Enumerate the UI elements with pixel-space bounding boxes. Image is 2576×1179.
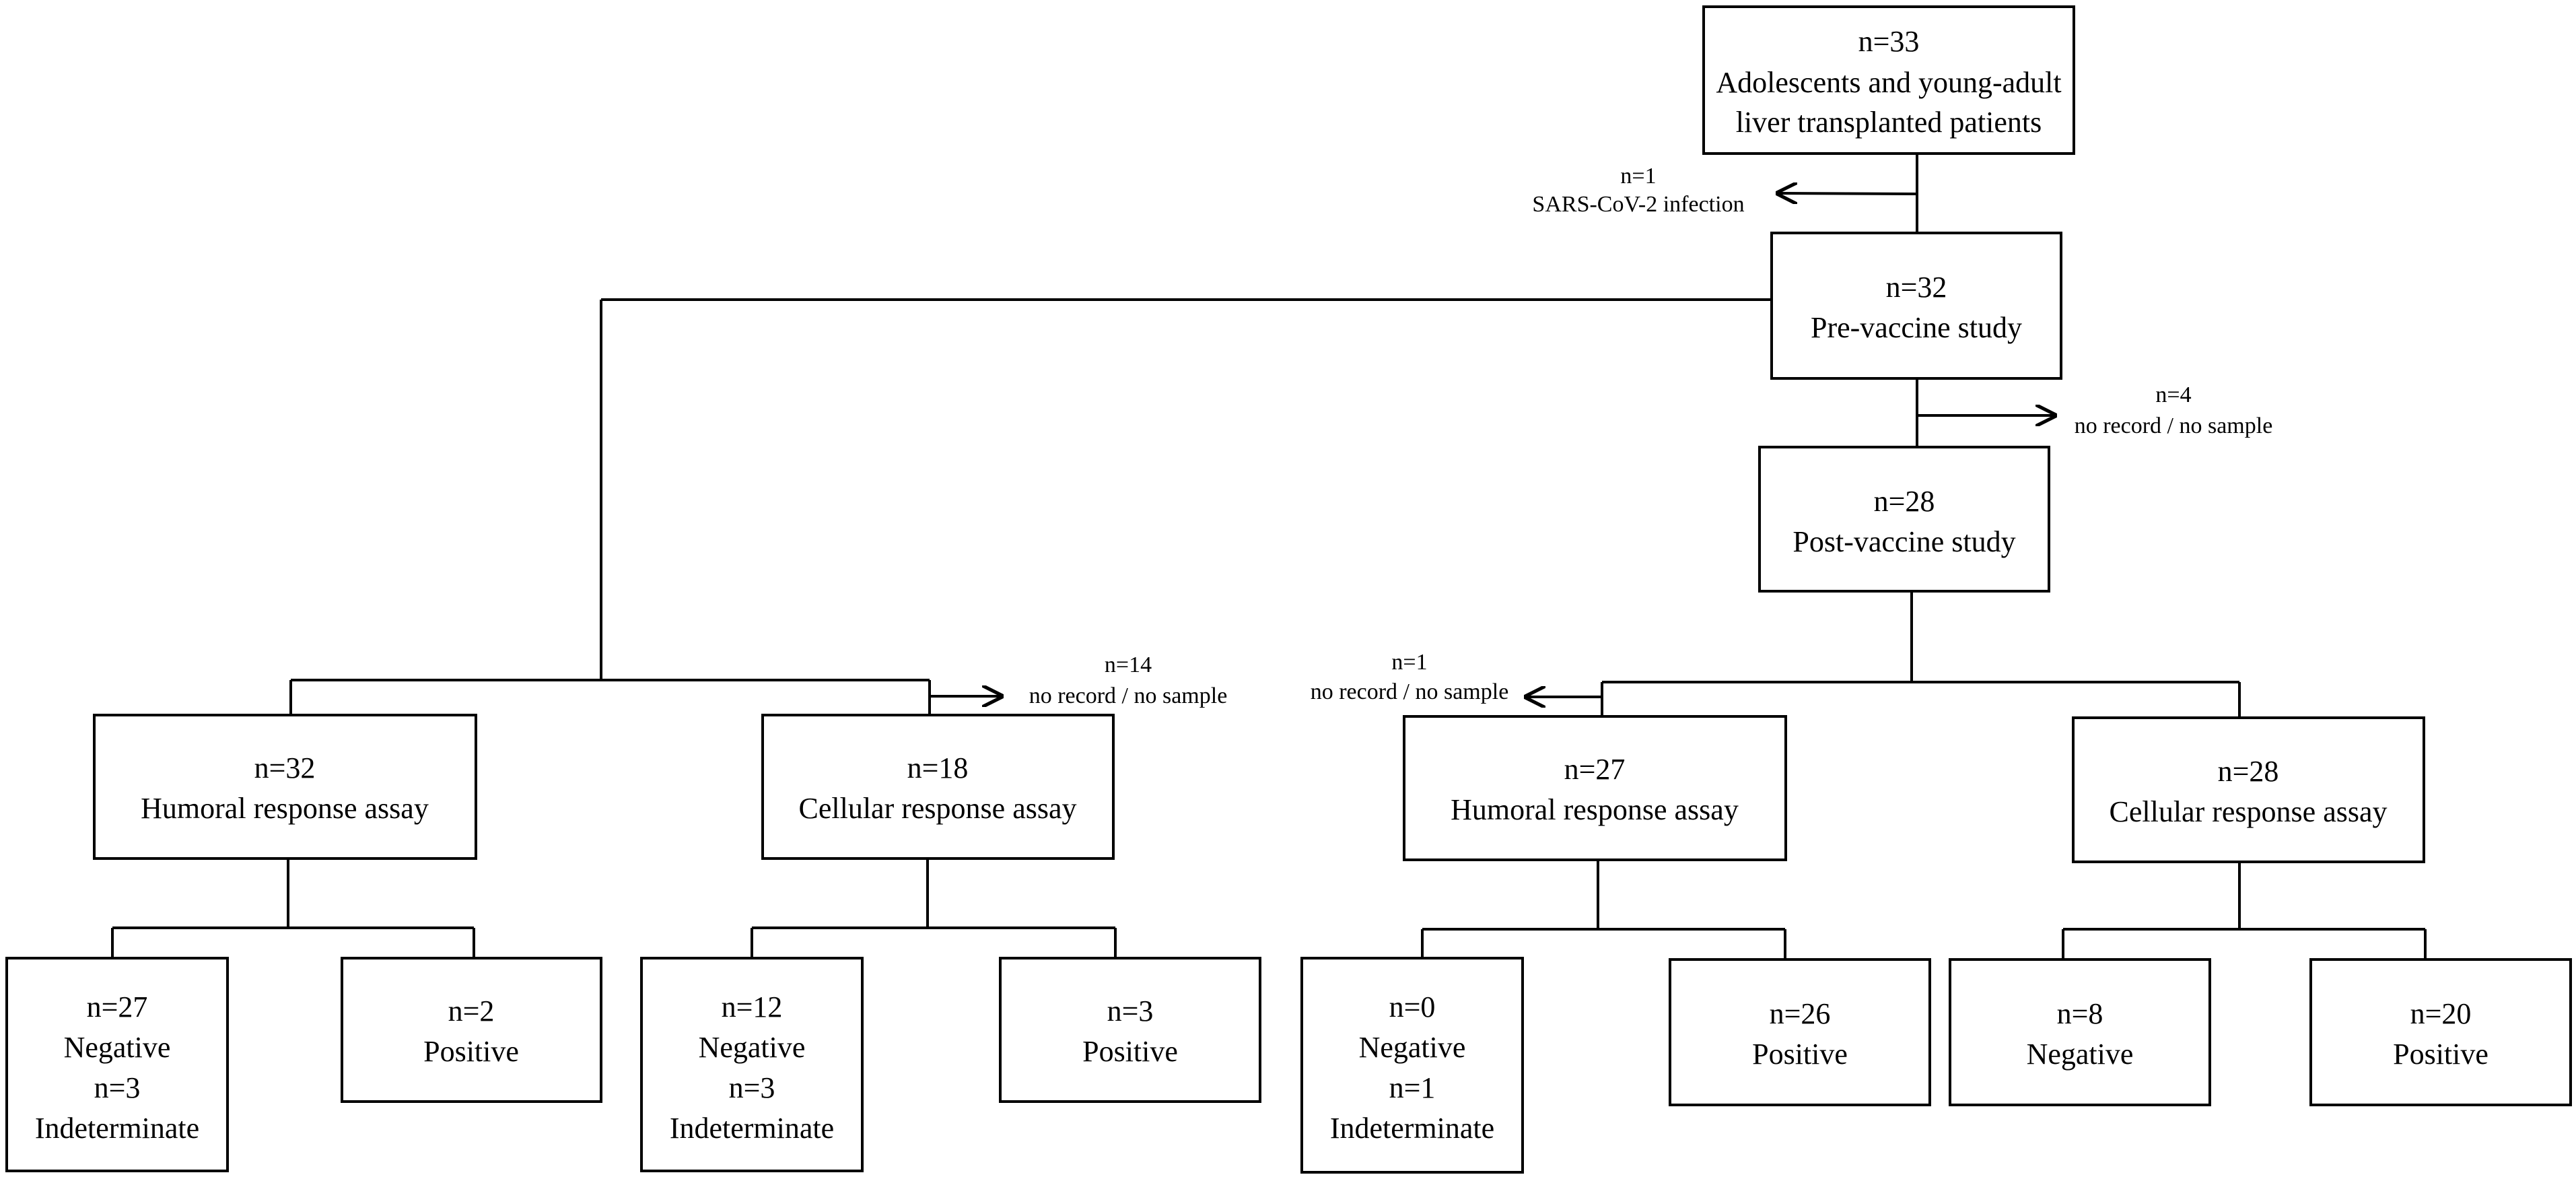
exclusion-pre-post-reason: no record / no sample	[2075, 413, 2273, 438]
exclusion-sars-count: n=1	[1620, 164, 1656, 189]
pre-cellular-indeterminate-count: n=3	[729, 1071, 775, 1104]
post-humoral-positive-label: Positive	[1752, 1038, 1848, 1071]
box-root: n=33 Adolescents and young-adult liver t…	[1702, 5, 2075, 155]
pre-cellular-count: n=18	[907, 751, 969, 784]
box-pre-cellular-positive: n=3 Positive	[999, 957, 1261, 1103]
pre-humoral-label: Humoral response assay	[141, 792, 429, 825]
box-post-cellular-negative: n=8 Negative	[1949, 958, 2211, 1106]
box-post-cellular-positive: n=20 Positive	[2309, 958, 2572, 1106]
box-pre-humoral: n=32 Humoral response assay	[93, 714, 477, 860]
exclusion-humoral-count: n=1	[1391, 650, 1427, 675]
post-humoral-indeterminate-label: Indeterminate	[1330, 1112, 1494, 1145]
box-pre-vaccine: n=32 Pre-vaccine study	[1770, 232, 2062, 380]
exclusion-cellular-count: n=14	[1105, 652, 1152, 677]
pre-humoral-negative-label: Negative	[64, 1031, 171, 1064]
post-cellular-negative-label: Negative	[2027, 1038, 2134, 1071]
box-post-humoral: n=27 Humoral response assay	[1403, 715, 1787, 861]
pre-cellular-indeterminate-label: Indeterminate	[670, 1112, 834, 1145]
pre-humoral-indeterminate-count: n=3	[94, 1071, 141, 1104]
post-cellular-negative-count: n=8	[2057, 997, 2103, 1030]
pre-cellular-positive-label: Positive	[1082, 1035, 1178, 1068]
post-humoral-indeterminate-count: n=1	[1389, 1071, 1436, 1104]
pre-humoral-negative-count: n=27	[87, 990, 148, 1023]
exclusion-pre-post: n=4 no record / no sample	[2075, 382, 2273, 438]
box-pre-humoral-positive: n=2 Positive	[341, 957, 602, 1103]
arrow-sars-exclusion	[1778, 193, 1918, 194]
box-post-humoral-positive: n=26 Positive	[1669, 958, 1931, 1106]
pre-cellular-positive-count: n=3	[1107, 995, 1154, 1028]
pre-cellular-label: Cellular response assay	[799, 792, 1077, 825]
box-pre-humoral-negative: n=27 Negative n=3 Indeterminate	[5, 957, 229, 1172]
exclusion-cellular-reason: no record / no sample	[1029, 683, 1228, 708]
post-humoral-positive-count: n=26	[1770, 997, 1831, 1030]
box-post-cellular: n=28 Cellular response assay	[2072, 716, 2425, 863]
exclusion-pre-post-count: n=4	[2155, 382, 2191, 407]
exclusion-humoral: n=1 no record / no sample	[1311, 650, 1509, 704]
pre-cellular-negative-label: Negative	[699, 1031, 806, 1064]
box-pre-cellular-negative: n=12 Negative n=3 Indeterminate	[640, 957, 864, 1172]
exclusion-sars: n=1 SARS-CoV-2 infection	[1532, 164, 1744, 217]
root-title-line1: Adolescents and young-adult	[1716, 66, 2061, 99]
pre-humoral-indeterminate-label: Indeterminate	[35, 1112, 199, 1145]
box-post-humoral-negative: n=0 Negative n=1 Indeterminate	[1300, 957, 1524, 1174]
post-humoral-count: n=27	[1564, 753, 1626, 786]
exclusion-humoral-reason: no record / no sample	[1311, 679, 1509, 704]
pre-vaccine-label: Pre-vaccine study	[1811, 311, 2022, 344]
post-humoral-negative-label: Negative	[1359, 1031, 1466, 1064]
box-pre-cellular: n=18 Cellular response assay	[761, 714, 1115, 860]
root-count: n=33	[1858, 25, 1920, 58]
root-title-line2: liver transplanted patients	[1736, 106, 2042, 139]
exclusion-cellular: n=14 no record / no sample	[1029, 652, 1228, 708]
box-post-vaccine: n=28 Post-vaccine study	[1758, 446, 2050, 593]
post-cellular-count: n=28	[2218, 755, 2279, 788]
post-cellular-positive-label: Positive	[2393, 1038, 2488, 1071]
pre-humoral-positive-label: Positive	[423, 1035, 519, 1068]
post-humoral-negative-count: n=0	[1389, 990, 1436, 1023]
pre-cellular-negative-count: n=12	[722, 990, 783, 1023]
post-cellular-label: Cellular response assay	[2110, 795, 2388, 828]
pre-vaccine-count: n=32	[1886, 271, 1947, 304]
pre-humoral-count: n=32	[254, 751, 316, 784]
post-vaccine-count: n=28	[1874, 485, 1935, 518]
connectors	[111, 154, 2427, 959]
post-humoral-label: Humoral response assay	[1451, 793, 1739, 826]
post-vaccine-label: Post-vaccine study	[1792, 525, 2015, 558]
post-cellular-positive-count: n=20	[2410, 997, 2472, 1030]
exclusion-sars-reason: SARS-CoV-2 infection	[1532, 192, 1744, 217]
pre-humoral-positive-count: n=2	[448, 995, 495, 1028]
